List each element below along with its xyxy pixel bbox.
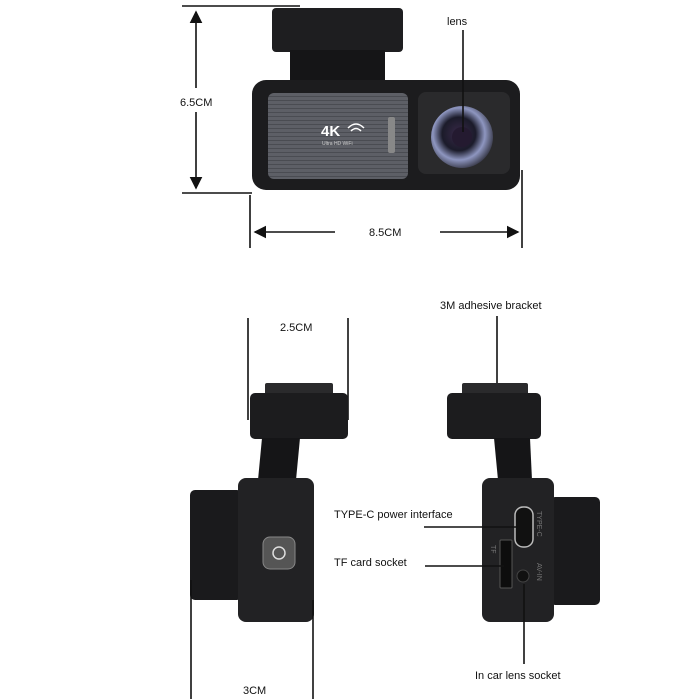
tf-print: TF [489, 545, 496, 554]
av-in-socket [516, 569, 530, 583]
power-icon [272, 546, 286, 560]
lens-label: lens [447, 16, 468, 28]
resolution-badge: 4K [321, 123, 340, 140]
power-button [262, 536, 296, 570]
height-label: 6.5CM [180, 97, 212, 109]
left-side-view: 2.5CM 3CM [190, 318, 349, 699]
right-side-view: 3M adhesive bracket TYPE-C AV-IN TF TYPE… [334, 300, 600, 682]
bracket-label: 3M adhesive bracket [440, 300, 542, 312]
width-label: 8.5CM [369, 227, 401, 239]
tf-card-slot [499, 539, 513, 589]
badge-subtitle: Ultra HD WiFi [322, 141, 353, 147]
typec-label: TYPE-C power interface [334, 509, 453, 521]
tf-label: TF card socket [334, 557, 407, 569]
mount-block [250, 393, 348, 439]
front-view: 4K Ultra HD WiFi lens 6.5CM 8.5CM [180, 5, 523, 248]
incar-label: In car lens socket [475, 670, 561, 682]
av-print: AV-IN [535, 563, 542, 581]
mount-stem [494, 438, 532, 480]
body-side [550, 497, 600, 605]
wifi-icon [347, 123, 365, 132]
indicator-light [388, 117, 395, 153]
mount-stem [258, 438, 300, 480]
lens-center [452, 127, 472, 147]
typec-print: TYPE-C [535, 511, 542, 537]
mount-top [272, 8, 403, 52]
mount-depth-label: 2.5CM [280, 322, 312, 334]
body-side [190, 490, 242, 600]
mount-stem [290, 50, 385, 84]
front-panel [268, 93, 408, 179]
mount-block [447, 393, 541, 439]
body-depth-label: 3CM [243, 685, 266, 697]
